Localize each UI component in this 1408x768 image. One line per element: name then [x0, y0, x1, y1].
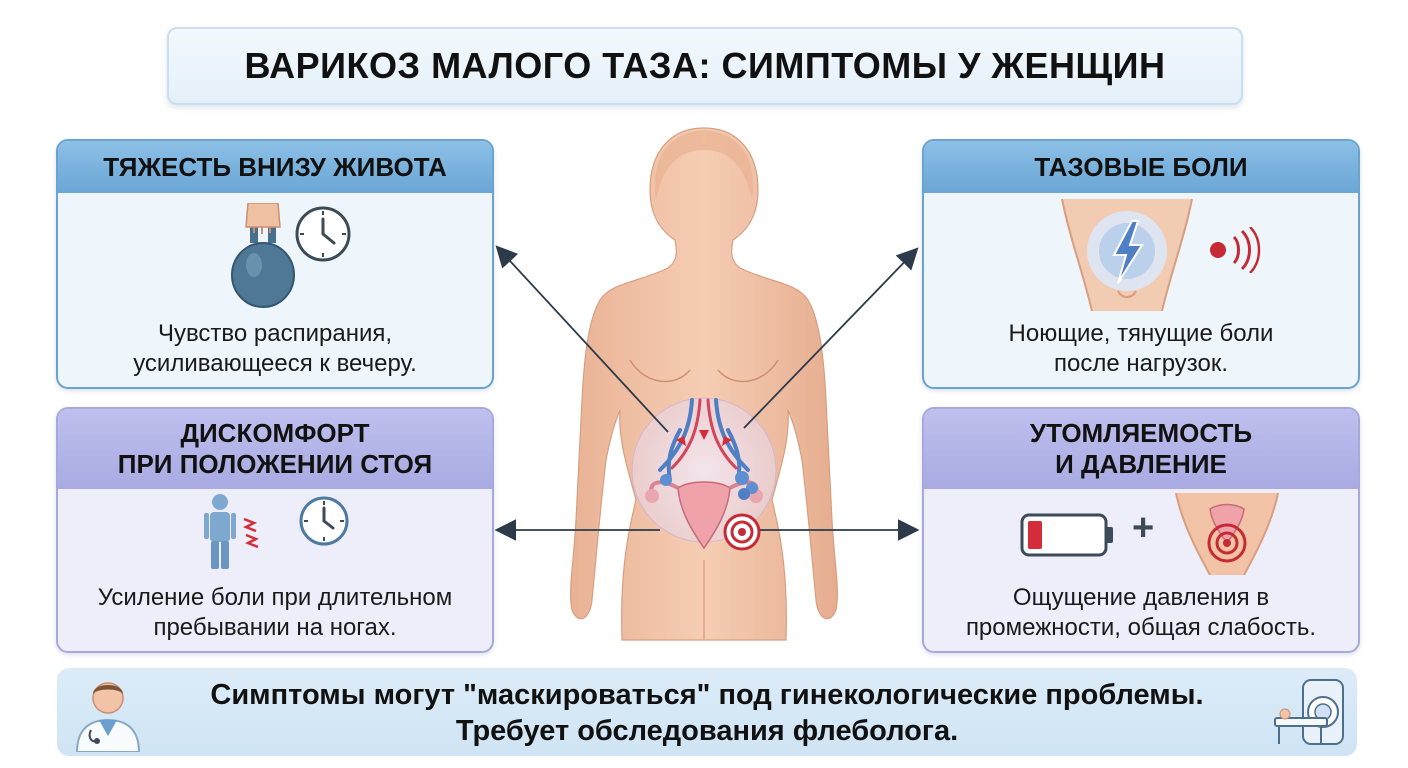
card-pelvic-pain-line2: после нагрузок.	[1053, 350, 1229, 377]
page-title: ВАРИКОЗ МАЛОГО ТАЗА: СИМПТОМЫ У ЖЕНЩИН	[244, 45, 1166, 86]
card-pelvic-pain-line1: Ноющие, тянущие боли	[1008, 320, 1274, 347]
footer-line1: Симптомы могут "маскироваться" под гинек…	[210, 679, 1204, 711]
card-fatigue: УТОМЛЯЕМОСТЬ И ДАВЛЕНИЕ + Ощущение давле…	[922, 407, 1360, 653]
uterus-graphic	[677, 481, 731, 550]
card-heaviness-line1: Чувство распирания,	[157, 320, 393, 347]
standing-person-icon	[204, 494, 260, 569]
pain-waves-icon	[1210, 227, 1261, 273]
lightning-icon	[1061, 199, 1193, 311]
pressure-target-icon	[1175, 493, 1279, 575]
card-heaviness-heading: ТЯЖЕСТЬ ВНИЗУ ЖИВОТА	[58, 141, 492, 193]
arrow-to-pelvic-pain	[743, 247, 919, 429]
footer-banner: Симптомы могут "маскироваться" под гинек…	[57, 668, 1357, 756]
pain-target-icon	[723, 513, 761, 551]
card-fatigue-line2: промежности, общая слабость.	[965, 614, 1317, 641]
card-fatigue-line1: Ощущение давления в	[1012, 584, 1270, 611]
battery-low-icon	[1020, 513, 1113, 557]
card-standing-line2: пребывании на ногах.	[153, 614, 397, 641]
card-standing-heading: ДИСКОМФОРТ ПРИ ПОЛОЖЕНИИ СТОЯ	[58, 409, 492, 489]
footer-line2: Требует обследования флеболога.	[455, 714, 959, 747]
card-heaviness: ТЯЖЕСТЬ ВНИЗУ ЖИВОТА Чувство распирания,…	[56, 139, 494, 389]
kettlebell-icon	[231, 203, 295, 308]
doctor-icon	[75, 682, 141, 752]
card-pelvic-pain: ТАЗОВЫЕ БОЛИ Ноющие, тянущие боли после …	[922, 139, 1360, 389]
mri-scanner-icon	[1274, 679, 1344, 745]
card-pelvic-pain-heading: ТАЗОВЫЕ БОЛИ	[924, 141, 1358, 193]
title-banner: ВАРИКОЗ МАЛОГО ТАЗА: СИМПТОМЫ У ЖЕНЩИН	[167, 27, 1243, 105]
card-heaviness-line2: усиливающееся к вечеру.	[133, 350, 417, 377]
card-standing-line1: Усиление боли при длительном	[97, 584, 453, 611]
card-fatigue-heading: УТОМЛЯЕМОСТЬ И ДАВЛЕНИЕ	[924, 409, 1358, 489]
card-standing: ДИСКОМФОРТ ПРИ ПОЛОЖЕНИИ СТОЯ Усиление б…	[56, 407, 494, 653]
clock-icon	[295, 206, 351, 262]
clock-icon	[299, 496, 349, 546]
plus-sign: +	[1132, 507, 1155, 549]
arrow-to-heaviness	[495, 245, 669, 433]
